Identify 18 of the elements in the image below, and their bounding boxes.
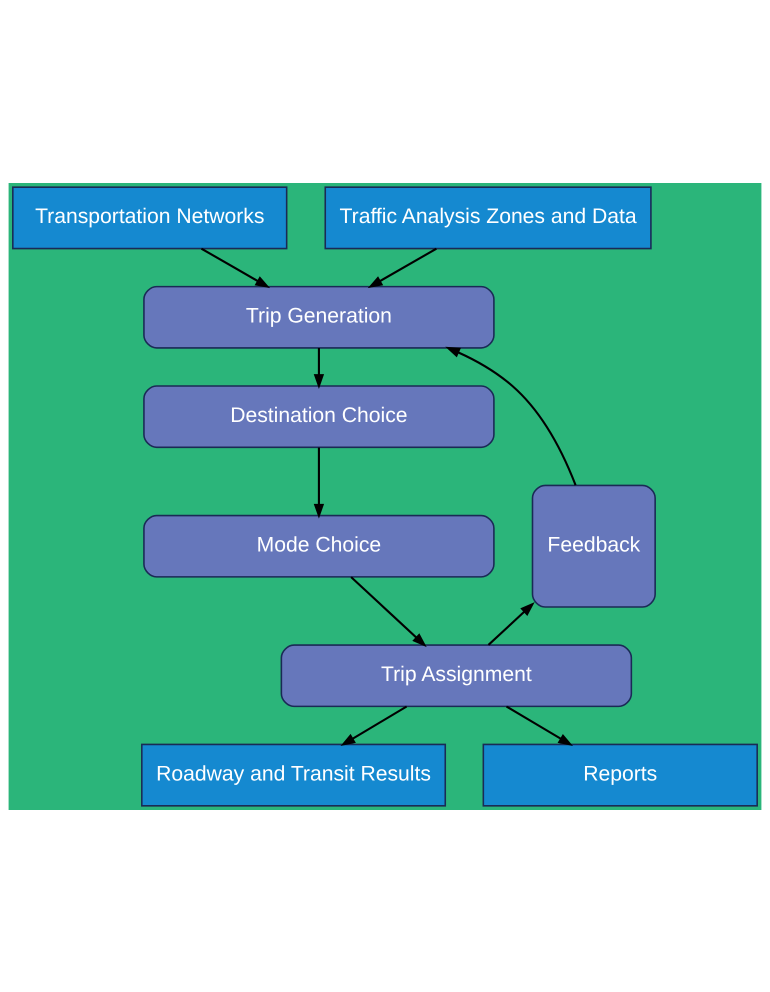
node-box: Roadway and Transit Results: [141, 743, 446, 806]
node-box: Trip Generation: [143, 285, 495, 348]
arrow: [350, 576, 427, 647]
arrow: [488, 602, 535, 646]
node-box: Reports: [482, 743, 758, 806]
node-box: Destination Choice: [143, 384, 495, 448]
arrow: [506, 705, 573, 746]
arrow: [445, 346, 577, 486]
node-box: Trip Assignment: [280, 644, 632, 707]
node-box: Transportation Networks: [12, 186, 288, 249]
node-box: Feedback: [532, 484, 656, 608]
arrow: [200, 247, 270, 288]
arrow: [314, 447, 324, 518]
node-box: Mode Choice: [143, 514, 495, 578]
node-box: Traffic Analysis Zones and Data: [324, 186, 652, 249]
arrow: [340, 705, 408, 746]
arrow: [314, 348, 324, 388]
arrow: [368, 247, 437, 288]
